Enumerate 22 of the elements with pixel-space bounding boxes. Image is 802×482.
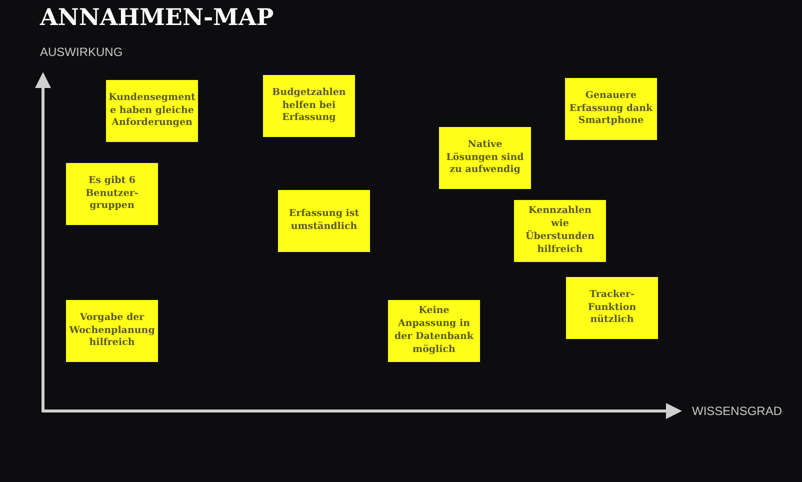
note-text: Es gibt 6 Benutzer- gruppen [84, 174, 140, 214]
sticky-note [106, 80, 198, 142]
note-text: Budgetzahlen helfen bei Erfassung [271, 86, 347, 126]
sticky-note [66, 163, 158, 225]
sticky-note [278, 190, 370, 252]
sticky-note [565, 78, 657, 140]
x-axis-label: WISSENSGRAD [692, 404, 782, 418]
note-text: Vorgabe der Wochenplanung hilfreich [69, 312, 155, 350]
note-text: Genauere Erfassung dank Smartphone [569, 90, 653, 128]
note-text: Native Lösungen sind zu aufwendig [445, 138, 525, 178]
note-text: Tracker- Funktion nützlich [586, 288, 638, 328]
sticky-note [514, 200, 606, 262]
y-axis-label: AUSWIRKUNG [40, 45, 123, 59]
note-text: Erfassung ist umständlich [288, 208, 360, 234]
note-text: Keine Anpassung in der Datenbank möglich [393, 305, 475, 357]
sticky-note [439, 127, 531, 189]
sticky-note [566, 277, 658, 339]
sticky-note [66, 300, 158, 362]
title: ANNAHMEN-MAP [40, 4, 274, 31]
note-text: Kennzahlen wie Überstunden hilfreich [524, 205, 596, 257]
sticky-note [263, 75, 355, 137]
note-text: Kundensegment e haben gleiche Anforderungen [108, 92, 196, 130]
